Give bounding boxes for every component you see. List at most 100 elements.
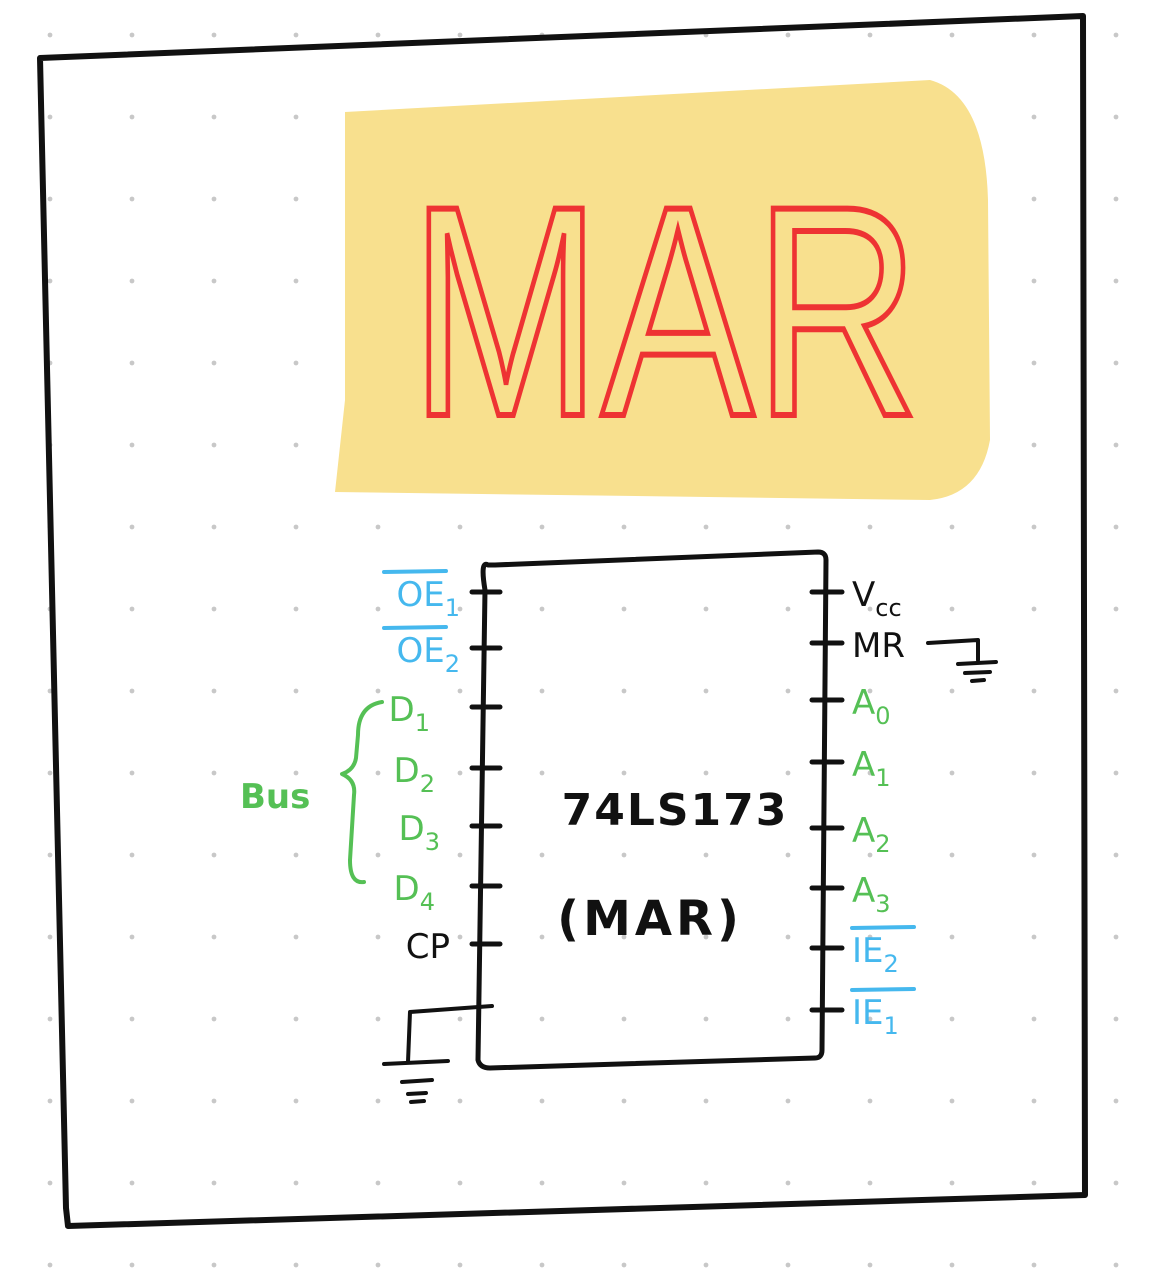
grid-dot <box>293 934 299 940</box>
grid-dot <box>621 1262 627 1268</box>
grid-dot <box>47 852 53 858</box>
grid-dot <box>129 32 135 38</box>
right-pin-label-a2: A2 <box>852 811 891 858</box>
grid-dot <box>211 32 217 38</box>
grid-dot <box>1113 360 1119 366</box>
grid-dot <box>703 934 709 940</box>
left-pin-subscript: 1 <box>445 594 460 622</box>
right-pin-label-vcc: Vcc <box>852 575 902 622</box>
grid-dot <box>785 32 791 38</box>
grid-dot <box>785 852 791 858</box>
grid-dot <box>1031 852 1037 858</box>
right-pin-label-a3: A3 <box>852 871 891 918</box>
grid-dot <box>457 524 463 530</box>
grid-dot <box>375 770 381 776</box>
grid-dot <box>949 852 955 858</box>
right-pin-text: IE2 <box>852 931 899 978</box>
left-pin-label-d4: D4 <box>394 869 435 916</box>
grid-dot <box>785 770 791 776</box>
right-pin-text: IE1 <box>852 993 899 1040</box>
grid-dot <box>1031 114 1037 120</box>
left-pin-label-cp: CP <box>406 927 450 967</box>
grid-dot <box>211 770 217 776</box>
right-pin-text: MR <box>852 626 905 666</box>
grid-dot <box>211 1180 217 1186</box>
grid-dot <box>129 934 135 940</box>
left-pin-subscript: 4 <box>420 888 435 916</box>
grid-dot <box>1031 442 1037 448</box>
grid-dot <box>1113 114 1119 120</box>
grid-dot <box>621 852 627 858</box>
grid-dot <box>1113 32 1119 38</box>
grid-dot <box>703 770 709 776</box>
grid-dot <box>457 32 463 38</box>
grid-dot <box>47 934 53 940</box>
grid-dot <box>1031 524 1037 530</box>
left-pin-overline <box>382 569 448 574</box>
grid-dot <box>1031 1180 1037 1186</box>
grid-dot <box>1113 1180 1119 1186</box>
page-frame <box>37 13 1088 1229</box>
grid-dot <box>703 688 709 694</box>
grid-dot <box>867 770 873 776</box>
grid-dot <box>621 524 627 530</box>
grid-dot <box>211 524 217 530</box>
grid-dot <box>621 770 627 776</box>
grid-dot <box>211 1098 217 1104</box>
left-pin-base: D <box>394 751 420 791</box>
grid-dot <box>375 1262 381 1268</box>
grid-dot <box>785 1016 791 1022</box>
left-pin-base: OE <box>396 575 444 615</box>
chip-part-number: 74LS173 <box>562 785 789 836</box>
grid-dot <box>47 114 53 120</box>
grid-dot <box>47 1016 53 1022</box>
left-pin-text: D3 <box>399 809 440 856</box>
grid-dot <box>211 196 217 202</box>
grid-dot <box>47 770 53 776</box>
grid-dot <box>47 1262 53 1268</box>
grid-dot <box>211 934 217 940</box>
grid-dot <box>375 688 381 694</box>
grid-dot <box>621 1016 627 1022</box>
right-pin-label-ie1: IE1 <box>850 987 916 1040</box>
grid-dot <box>539 934 545 940</box>
right-pin-base: V <box>852 575 875 615</box>
grid-dot <box>293 1180 299 1186</box>
grid-dot <box>867 1098 873 1104</box>
right-pin-base: IE <box>852 993 884 1033</box>
grid-dot <box>129 1098 135 1104</box>
grid-dot <box>1113 524 1119 530</box>
left-pin-text: OE2 <box>396 631 460 678</box>
grid-dot <box>621 934 627 940</box>
left-pin-text: D2 <box>394 751 435 798</box>
grid-dot <box>703 1180 709 1186</box>
grid-dot <box>539 1098 545 1104</box>
right-pin-text: Vcc <box>852 575 902 622</box>
right-pin-subscript: 2 <box>875 830 890 858</box>
grid-dot <box>1113 1098 1119 1104</box>
right-pin-label-a0: A0 <box>852 683 891 730</box>
right-pin-base: A <box>852 871 875 911</box>
grid-dot <box>293 360 299 366</box>
grid-dot <box>375 934 381 940</box>
grid-dot <box>457 770 463 776</box>
grid-dot <box>293 770 299 776</box>
grid-dot <box>293 196 299 202</box>
grid-dot <box>47 1098 53 1104</box>
grid-dot <box>1031 278 1037 284</box>
grid-dot <box>457 1016 463 1022</box>
grid-dot <box>293 606 299 612</box>
right-pin-subscript: 0 <box>875 702 890 730</box>
grid-dot <box>1113 1016 1119 1022</box>
chip-ground-symbol <box>382 1059 450 1104</box>
grid-dot <box>1113 196 1119 202</box>
grid-dot <box>867 1180 873 1186</box>
chip-ground-wire <box>406 1004 494 1064</box>
grid-dot <box>1031 1262 1037 1268</box>
grid-dot <box>703 606 709 612</box>
grid-dot <box>867 852 873 858</box>
right-pin-subscript: 1 <box>875 764 890 792</box>
grid-dot <box>293 1098 299 1104</box>
